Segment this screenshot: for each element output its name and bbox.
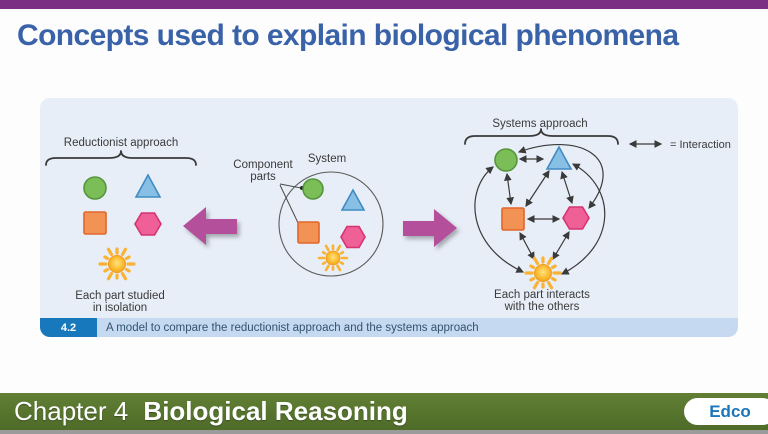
interaction-arrows: [474, 144, 606, 275]
pink-hexagon-shape: [340, 225, 366, 249]
figure-number-badge: 4.2: [40, 318, 97, 337]
green-circle-shape: [494, 148, 518, 172]
chapter-footer: Chapter 4 Biological Reasoning Edco: [0, 393, 768, 430]
figure-caption: A model to compare the reductionist appr…: [106, 321, 479, 334]
green-circle-shape: [83, 176, 107, 200]
orange-square-shape: [83, 211, 107, 235]
component-label-line1: Component: [233, 159, 293, 171]
green-circle-shape: [302, 178, 324, 200]
systems-approach-label: Systems approach: [492, 118, 587, 130]
orange-square-shape: [297, 221, 320, 244]
reductionist-label: Reductionist approach: [64, 137, 178, 149]
system-section: System Component parts: [233, 153, 384, 277]
page-title: Concepts used to explain biological phen…: [17, 19, 679, 52]
figure-caption-bar: 4.2 A model to compare the reductionist …: [40, 318, 738, 337]
component-pointer-line: [279, 183, 302, 189]
reductionist-brace-icon: [45, 150, 197, 166]
right-magenta-arrow: [403, 209, 457, 247]
sun-shape: [524, 256, 562, 290]
sun-shape: [98, 247, 136, 281]
chapter-title: Biological Reasoning: [143, 396, 408, 426]
left-magenta-arrow: [183, 207, 237, 245]
figure-panel: Reductionist approach Each part studied …: [40, 98, 738, 337]
figure-diagram-area: Reductionist approach Each part studied …: [40, 98, 738, 318]
blue-triangle-shape: [134, 173, 162, 198]
systems-brace-icon: [464, 128, 619, 145]
interaction-legend-label: = Interaction: [670, 139, 731, 151]
pink-hexagon-shape: [562, 206, 590, 230]
orange-square-shape: [501, 207, 525, 231]
bottom-strip: [0, 430, 768, 434]
systems-note-line2: with the others: [504, 301, 580, 313]
pink-hexagon-shape: [134, 212, 162, 236]
figure-diagram: Reductionist approach Each part studied …: [45, 118, 731, 314]
sun-shape: [317, 244, 349, 272]
blue-triangle-shape: [545, 145, 573, 170]
system-boundary-circle: [278, 171, 384, 277]
reductionist-note-line1: Each part studied: [75, 290, 165, 302]
systems-approach-section: Systems approach: [464, 118, 731, 313]
system-label: System: [308, 153, 346, 165]
chapter-heading: Chapter 4 Biological Reasoning: [0, 396, 408, 427]
reductionist-note-line2: in isolation: [93, 302, 147, 314]
interaction-legend: = Interaction: [628, 139, 731, 151]
component-label-line2: parts: [250, 171, 276, 183]
reductionist-section: Reductionist approach Each part studied …: [45, 137, 197, 314]
systems-note-line1: Each part interacts: [494, 289, 590, 301]
edco-logo: Edco: [684, 398, 768, 425]
blue-triangle-shape: [340, 188, 366, 211]
top-accent-bar: [0, 0, 768, 9]
component-pointer-line: [279, 184, 301, 228]
chapter-label: Chapter 4: [14, 396, 129, 426]
